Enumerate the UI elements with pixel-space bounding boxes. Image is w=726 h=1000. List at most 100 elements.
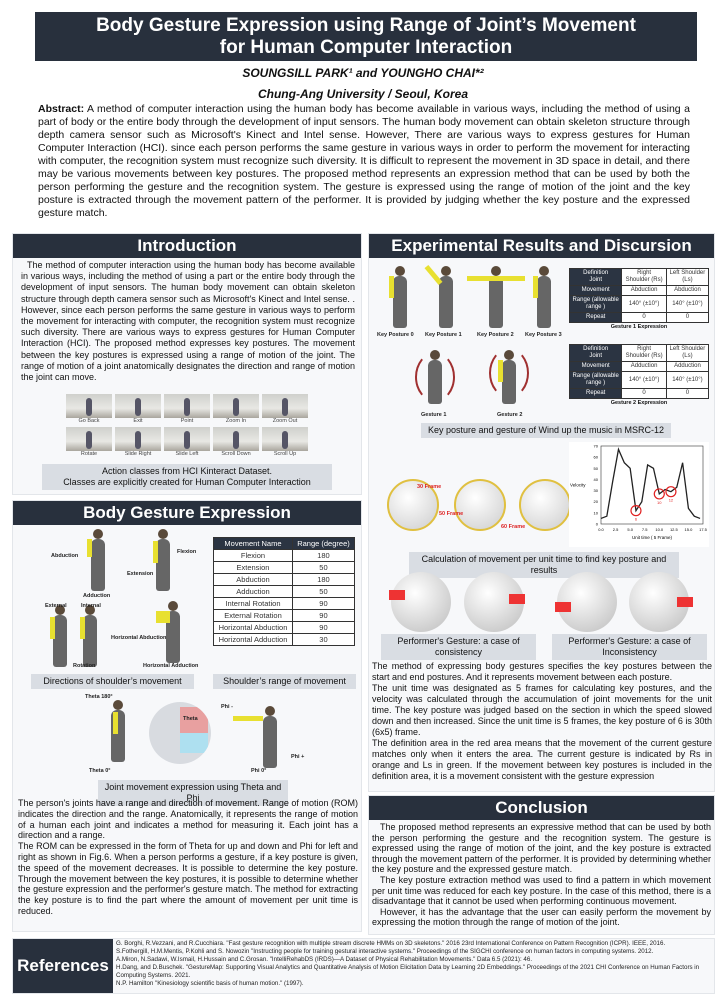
action-class-label: Slide Right: [124, 451, 152, 457]
theta-phi-figure: Theta 180° Theta 0° Theta Phi - Phi + Ph…: [83, 694, 313, 778]
label-phi-plus: Phi +: [291, 754, 305, 760]
action-class-label: Go Back: [78, 418, 100, 424]
table-row: Range (allowable range )140° (±10°)140° …: [568, 371, 710, 389]
movement-cell: Horizontal Abduction: [213, 621, 293, 634]
range-cell: 90: [291, 609, 356, 622]
value-cell: 140° (±10°): [665, 295, 710, 313]
key-posture-label: 6: [635, 517, 638, 522]
expression-caption: Gesture 2 Expression: [610, 400, 668, 406]
references-heading: References: [13, 939, 113, 993]
action-class-photo: [115, 394, 161, 418]
y-tick-label: 10: [594, 510, 599, 515]
affiliation: Chung-Ang University / Seoul, Korea: [257, 87, 469, 101]
caption-line-2: Classes are explicitly created for Human…: [63, 477, 311, 487]
caption-range: Shoulder’s range of movement: [213, 674, 356, 689]
action-class-photo: [262, 427, 308, 451]
x-tick-label: 0.0: [598, 527, 604, 532]
key-posture-marker: [665, 486, 677, 498]
title-line-1: Body Gesture Expression using Range of J…: [96, 15, 636, 36]
movement-cell: Extension: [213, 561, 293, 574]
label-key-posture-0: Key Posture 0: [377, 332, 414, 338]
value-cell: Abduction: [621, 285, 667, 296]
value-cell: Abduction: [665, 285, 710, 296]
x-tick-label: 7.5: [642, 527, 648, 532]
introduction-section: Introduction The method of computer inte…: [12, 233, 362, 495]
expression-caption: Gesture 1 Expression: [610, 324, 668, 330]
action-class-photo: [262, 394, 308, 418]
conclusion-paragraph: The proposed method represents an expres…: [372, 822, 711, 875]
movement-cell: Horizontal Adduction: [213, 633, 293, 646]
y-tick-label: 60: [594, 455, 599, 460]
action-class-item: Zoom Out: [262, 394, 308, 425]
y-tick-label: 30: [594, 488, 599, 493]
label-horizontal-abduction: Horizontal Abduction: [111, 635, 167, 641]
value-cell: Adduction: [665, 361, 710, 372]
y-tick-label: 70: [594, 444, 599, 449]
introduction-text: The method of computer interaction using…: [21, 260, 355, 383]
label-theta-0: Theta 0°: [89, 768, 111, 774]
shoulder-directions-figure: Abduction Flexion Extension Adduction Ex…: [31, 525, 201, 670]
action-class-label: Exit: [133, 418, 143, 424]
conclusion-heading: Conclusion: [369, 796, 714, 820]
introduction-heading: Introduction: [13, 234, 361, 258]
y-tick-label: 40: [594, 477, 599, 482]
conclusion-section: Conclusion The proposed method represent…: [368, 795, 715, 935]
label-internal: Internal: [81, 603, 101, 609]
caption-line-1: Action classes from HCI Kinteract Datase…: [101, 466, 273, 476]
movement-cell: Internal Rotation: [213, 597, 293, 610]
range-cell: 180: [291, 573, 356, 586]
y-axis-label: Velocity: [570, 483, 586, 488]
label-key-posture-1: Key Posture 1: [425, 332, 462, 338]
references-list: G. Borghi, R.Vezzani, and R.Cucchiara. "…: [116, 940, 714, 987]
gesture-consistency-figure: [379, 572, 709, 632]
row-label: Range (allowable range ): [568, 295, 623, 313]
caption-consistency: Performer's Gesture: a case of consisten…: [381, 634, 536, 660]
reference-item: G. Borghi, R.Vezzani, and R.Cucchiara. "…: [116, 940, 666, 947]
definition-label: Definition: [583, 270, 609, 276]
experimental-section: Experimental Results and Discursion Key …: [368, 233, 715, 792]
action-class-item: Slide Right: [115, 427, 161, 458]
y-tick-label: 20: [594, 499, 599, 504]
body-gesture-section: Body Gesture Expression Abduction Flexio…: [12, 500, 362, 932]
y-tick-label: 50: [594, 466, 599, 471]
col-movement-name: Movement Name: [213, 537, 293, 550]
action-class-item: Scroll Up: [262, 427, 308, 458]
x-tick-label: 12.5: [670, 527, 679, 532]
value-cell: 0: [665, 312, 710, 323]
conclusion-paragraph: The key posture extraction method was us…: [372, 874, 711, 907]
action-class-item: Zoom In: [213, 394, 259, 425]
action-class-item: Slide Left: [164, 427, 210, 458]
conclusion-paragraph: However, it has the advantage that the u…: [372, 906, 711, 928]
action-class-label: Point: [180, 418, 194, 424]
key-posture-marker: [630, 505, 642, 517]
movement-cell: Flexion: [213, 549, 293, 562]
action-class-item: Scroll Down: [213, 427, 259, 458]
key-posture-label: 12: [669, 498, 674, 503]
label-theta-180: Theta 180°: [85, 694, 113, 700]
row-label: Range (allowable range ): [568, 371, 623, 389]
action-class-photo: [164, 427, 210, 451]
body-gesture-text: The person's joints have a range and dir…: [18, 798, 358, 916]
experimental-heading: Experimental Results and Discursion: [369, 234, 714, 258]
label-key-posture-3: Key Posture 3: [525, 332, 562, 338]
caption-calculation: Calculation of movement per unit time to…: [409, 552, 679, 578]
joint-label: Joint: [589, 277, 602, 283]
joint-header: Right Shoulder (Rs): [621, 344, 667, 362]
action-class-item: Exit: [115, 394, 161, 425]
row-label: Repeat: [568, 312, 623, 323]
key-posture-marker: [653, 488, 665, 500]
reference-item: S.Fothergill, H.M.Mentis, P.Kohli and S.…: [116, 947, 654, 955]
reference-item: H.Dang, and D.Buschek. "GestureMap: Supp…: [116, 963, 700, 979]
